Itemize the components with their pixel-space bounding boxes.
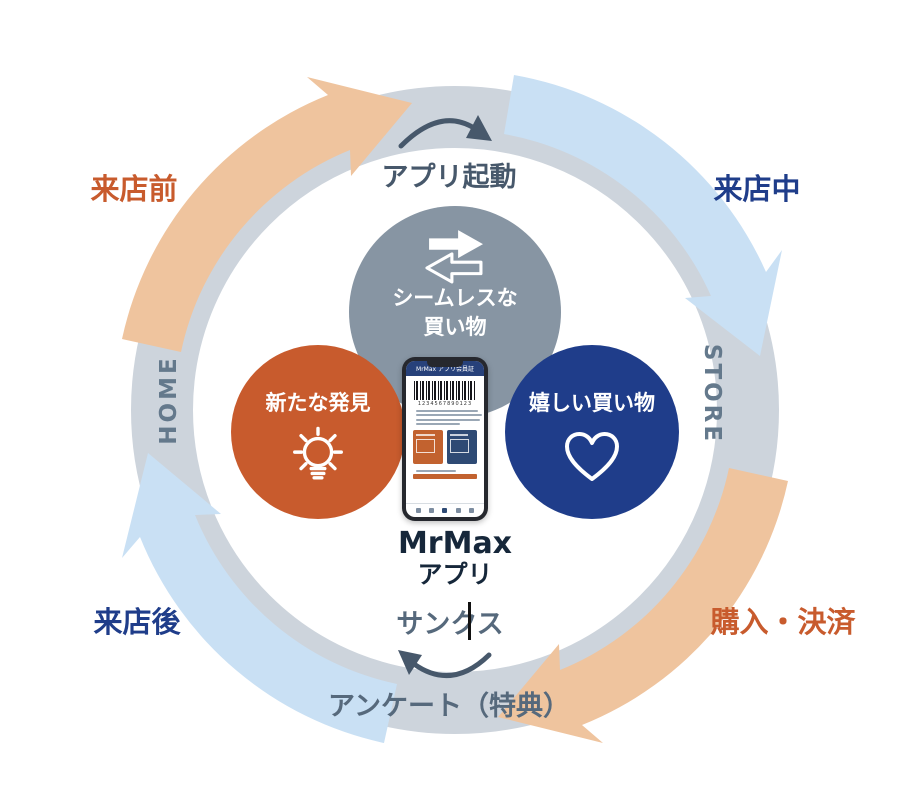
app-name-line2: アプリ (417, 560, 493, 589)
label-before-visit: 来店前 (90, 172, 178, 206)
label-after-visit: 来店後 (93, 605, 181, 639)
phone-notch (427, 361, 463, 367)
curved-arrow-right-icon (398, 115, 492, 149)
label-home-zone: HOME (156, 355, 182, 445)
phone-mockup: MrMax アプリ会員証 1234567890123 (402, 357, 488, 521)
nav-icon (442, 508, 448, 513)
phone-text-line (416, 423, 460, 425)
nav-icon (429, 508, 435, 513)
phone-text-line (416, 409, 478, 412)
promo-tile-navy (447, 430, 477, 464)
label-store-zone: STORE (699, 343, 725, 445)
nav-icon (416, 508, 422, 513)
heart-icon (565, 432, 619, 481)
app-name: MrMax アプリ (355, 528, 555, 590)
arrow-during-visit (504, 75, 782, 356)
promo-tiles (413, 430, 477, 464)
nav-icon (468, 508, 474, 513)
seamless-label-line2: 買い物 (423, 315, 487, 339)
phone-text-line (416, 414, 482, 416)
seamless-label-line1: シームレスな (392, 286, 518, 310)
barcode-number: 1234567890123 (417, 401, 473, 407)
label-purchase-payment: 購入・決済 (710, 605, 856, 639)
discovery-label: 新たな発見 (265, 391, 371, 415)
lightbulb-icon (293, 426, 343, 480)
arrow-purchase (498, 468, 788, 743)
arrow-before-visit (122, 77, 412, 352)
app-name-line1: MrMax (397, 526, 513, 561)
phone-bottom-nav (406, 503, 484, 517)
nav-icon (455, 508, 461, 513)
label-during-visit: 来店中 (713, 172, 801, 206)
label-app-launch: アプリ起動 (381, 162, 517, 193)
value-circle-discovery: 新たな発見 (231, 345, 405, 519)
happy-label: 嬉しい買い物 (529, 391, 655, 415)
gray-ring (131, 86, 779, 734)
phone-text-line (416, 469, 456, 472)
banner-strip (413, 473, 477, 479)
phone-text-line (416, 418, 480, 421)
value-circle-happy: 嬉しい買い物 (505, 345, 679, 519)
curved-arrow-left-icon (398, 650, 492, 679)
transfer-arrows-icon (425, 230, 483, 284)
promo-tile-orange (413, 430, 443, 464)
label-survey-benefit: アンケート（特典） (328, 691, 570, 722)
text-cursor (468, 602, 471, 640)
phone-screen: MrMax アプリ会員証 1234567890123 (406, 361, 484, 517)
member-barcode (414, 381, 476, 400)
arrow-after-visit (122, 453, 397, 743)
label-thanks: サンクス (396, 609, 504, 640)
phone-app-header: MrMax アプリ会員証 (406, 361, 484, 376)
